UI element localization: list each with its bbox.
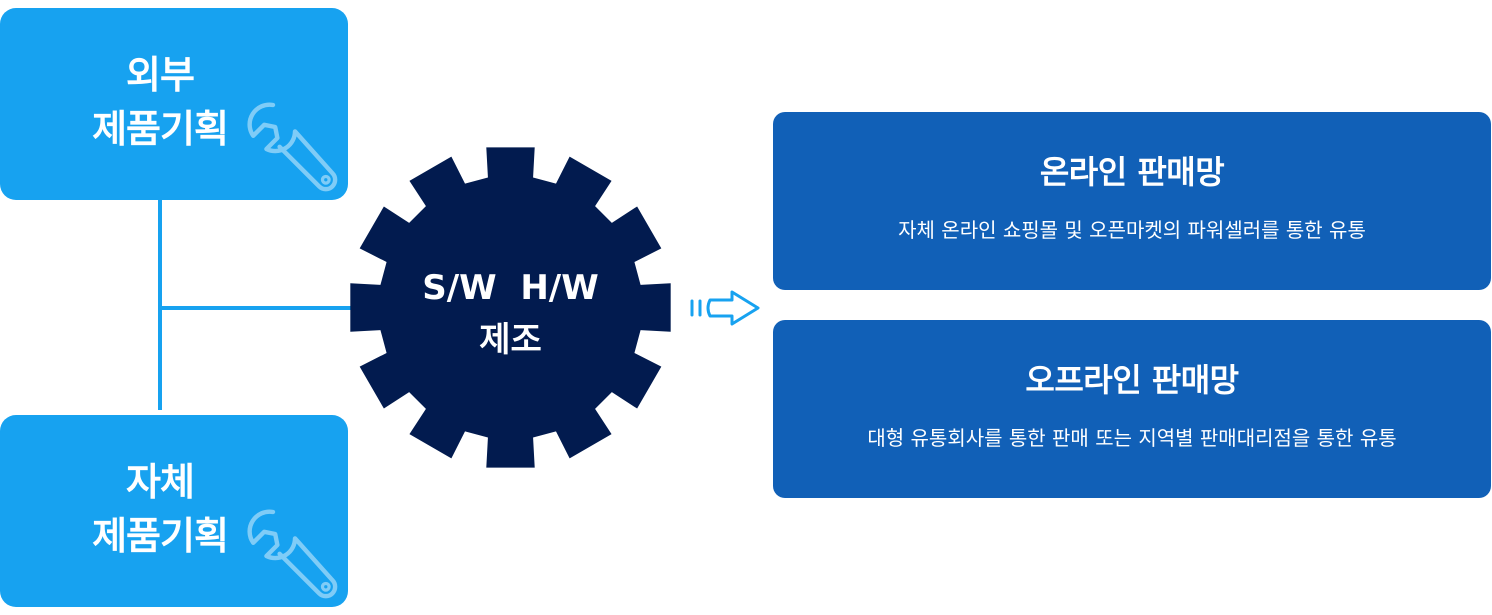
offline-channel-box: 오프라인 판매망 대형 유통회사를 통한 판매 또는 지역별 판매대리점을 통한… — [773, 320, 1491, 498]
online-channel-box: 온라인 판매망 자체 온라인 쇼핑몰 및 오픈마켓의 파워셀러를 통한 유통 — [773, 112, 1491, 290]
own-planning-box: 자체 제품기획 — [0, 415, 348, 607]
horizontal-connector-line — [160, 306, 355, 310]
offline-channel-description: 대형 유통회사를 통한 판매 또는 지역별 판매대리점을 통한 유통 — [867, 426, 1397, 450]
wrench-icon — [247, 102, 338, 192]
online-channel-title: 온라인 판매망 — [1039, 153, 1225, 191]
external-planning-label: 외부 제품기획 — [92, 53, 229, 151]
vertical-connector-line — [158, 198, 162, 410]
offline-channel-title: 오프라인 판매망 — [1025, 361, 1239, 399]
gear-icon — [350, 147, 671, 468]
own-planning-label: 자체 제품기획 — [92, 460, 229, 558]
arrow-right-icon — [690, 290, 760, 326]
manufacturing-label: S/W H/W 제조 — [422, 268, 599, 360]
external-planning-box: 외부 제품기획 — [0, 8, 348, 200]
online-channel-description: 자체 온라인 쇼핑몰 및 오픈마켓의 파워셀러를 통한 유통 — [898, 218, 1366, 242]
wrench-icon — [247, 509, 338, 599]
manufacturing-gear — [348, 145, 673, 470]
